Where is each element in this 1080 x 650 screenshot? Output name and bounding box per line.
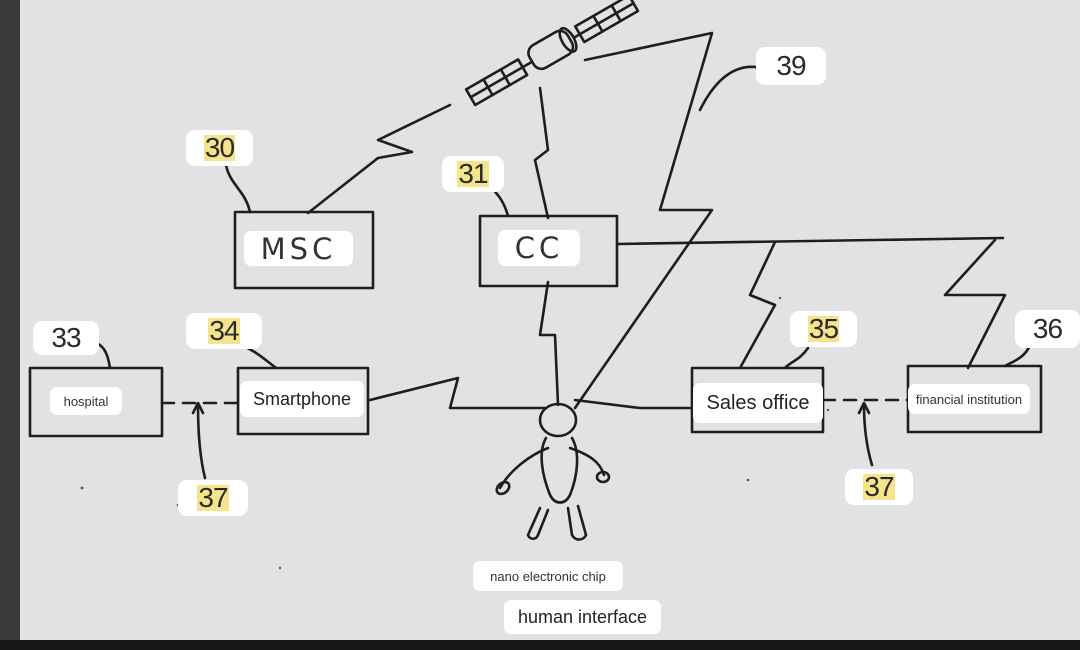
msc-box-label: MSC	[244, 231, 353, 266]
ref-number-hospital: 33	[33, 321, 99, 355]
leader-lines	[84, 65, 1032, 480]
smartphone-box-outline	[236, 366, 370, 436]
ref-number-cc: 31	[442, 156, 504, 192]
wireless-links	[306, 31, 1007, 410]
ref-number-link-right: 37	[845, 469, 913, 505]
sales-office-box-label: Sales office	[693, 383, 823, 423]
ref-number-financial: 36	[1015, 310, 1080, 348]
human-figure-icon	[495, 402, 611, 541]
financial-box-label: financial institution	[908, 384, 1030, 414]
ref-number-sales-office: 35	[790, 311, 857, 347]
interface-caption: human interface	[504, 600, 661, 634]
window-left-edge	[0, 0, 20, 640]
cc-box-outline	[478, 214, 619, 288]
msc-box-outline	[233, 210, 375, 290]
ref-number-smartphone: 34	[186, 313, 262, 349]
ref-number-wireless: 39	[756, 47, 826, 85]
chip-caption: nano electronic chip	[473, 561, 623, 591]
ref-number-msc: 30	[186, 130, 253, 166]
dashed-links	[160, 398, 910, 405]
cc-box-label: CC	[498, 230, 580, 266]
hospital-box-label: hospital	[50, 387, 122, 415]
ref-number-link-left: 37	[178, 480, 248, 516]
satellite-icon	[464, 0, 640, 107]
smartphone-box-label: Smartphone	[240, 381, 364, 417]
window-bottom-edge	[0, 640, 1080, 650]
